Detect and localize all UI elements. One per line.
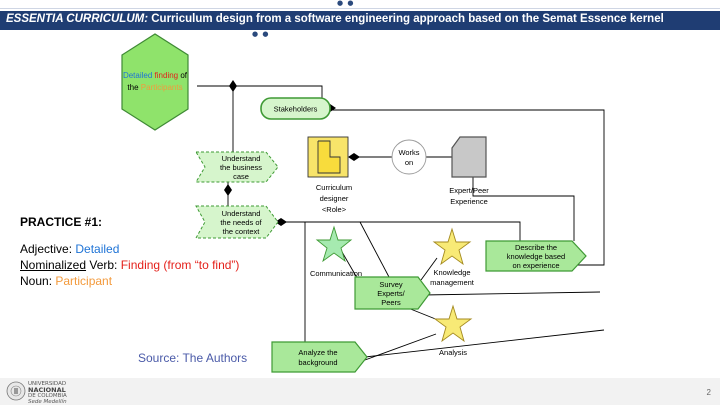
svg-text:Detailed finding of: Detailed finding of (123, 71, 188, 80)
adjective-line: Adjective: Detailed (20, 241, 280, 257)
curriculum-designer-role: Curriculum designer <Role> (307, 136, 352, 214)
works-on-line1: Works (398, 148, 419, 157)
title-bar: ESSENTIA CURRICULUM: Curriculum design f… (0, 11, 720, 30)
activity-understand-business: Understand the business case (195, 151, 279, 183)
logo-sede: Sede Medellín (28, 399, 67, 405)
expert-peer-line2: Experience (450, 197, 488, 206)
adjective-value: Detailed (75, 242, 120, 256)
logo-colombia: DE COLOMBIA (28, 393, 67, 399)
knowledge-management-star-node: Knowledge management (430, 227, 475, 287)
designer-line1: Curriculum (316, 183, 352, 192)
hexagon-text-participants: Participants (141, 83, 183, 92)
survey-line1: Survey (379, 280, 403, 289)
title-rest: Curriculum design from a software engine… (151, 13, 664, 25)
stakeholders-node: Stakeholders (260, 97, 331, 120)
title-italic: ESSENTIA CURRICULUM: (6, 13, 149, 25)
top-divider-line (0, 8, 720, 9)
knowledge-line1: Knowledge (433, 268, 470, 277)
communication-star-icon (315, 225, 353, 263)
activity-survey-experts: Survey Experts/ Peers (354, 276, 431, 310)
expert-peer-node: Expert/Peer Experience (449, 136, 489, 206)
verb-label: Verb: (86, 258, 121, 272)
analysis-star-icon (433, 304, 473, 343)
diamond-needs (275, 218, 287, 226)
university-seal-icon (6, 381, 26, 401)
works-on-line2: on (405, 158, 413, 167)
analysis-star-node: Analysis (433, 304, 473, 357)
line-needs-survey (359, 221, 390, 278)
survey-line3: Peers (381, 298, 401, 307)
understand-needs-line1: Understand (222, 209, 261, 218)
hexagon-text-the: the (127, 83, 139, 92)
slide-title: ESSENTIA CURRICULUM: Curriculum design f… (6, 13, 664, 25)
line-expert-describe (472, 176, 575, 241)
activity-analyze-background: Analyze the background (271, 341, 368, 373)
diamond-designer (348, 153, 360, 161)
activity-describe-knowledge: Describe the knowledge based on experien… (485, 240, 587, 272)
line-needs-describe (280, 221, 521, 241)
diamond-hexagon (229, 80, 237, 92)
survey-line2: Experts/ (377, 289, 405, 298)
line-survey-right (422, 291, 601, 296)
verb-line: Nominalized Verb: Finding (from “to find… (20, 257, 280, 273)
hexagon-text-detailed: Detailed (123, 71, 152, 80)
essence-diagram: Detailed finding of the Participants Sta… (121, 33, 605, 373)
knowledge-star-icon (432, 227, 472, 266)
logo-nacional: NACIONAL (28, 386, 66, 394)
footer-bar: UNIVERSIDAD NACIONAL DE COLOMBIA Sede Me… (0, 378, 720, 405)
verb-label-nominalized: Nominalized (20, 258, 87, 272)
line-survey-knowledge (420, 257, 438, 281)
describe-line2: knowledge based (507, 252, 565, 261)
hexagon-text-of: of (180, 71, 187, 80)
understand-business-line3: case (233, 172, 249, 181)
practice-heading: PRACTICE #1: (20, 215, 103, 229)
svg-text:the Participants: the Participants (127, 83, 182, 92)
top-dots-decoration: ● ● (337, 0, 355, 7)
adjective-label: Adjective: (20, 242, 76, 256)
knowledge-line2: management (430, 278, 475, 287)
analyze-line2: background (298, 358, 337, 367)
works-on-node: Works on (391, 139, 427, 175)
page-number: 2 (706, 388, 711, 397)
activity-understand-needs: Understand the needs of the context (195, 205, 279, 239)
diamond-business (224, 184, 232, 196)
analyze-line1: Analyze the (298, 348, 337, 357)
communication-label: Communication (310, 269, 362, 278)
line-survey-analysis (407, 307, 439, 321)
describe-line3: on experience (512, 261, 559, 270)
hexagon-alpha: Detailed finding of the Participants (121, 33, 189, 131)
understand-needs-line3: the context (223, 227, 261, 236)
understand-business-line1: Understand (222, 154, 261, 163)
designer-line2: designer (320, 194, 349, 203)
source-caption: Source: The Authors (138, 351, 248, 365)
logo-universidad: UNIVERSIDAD (28, 381, 67, 387)
connector-lines (197, 85, 605, 361)
line-stakeholders-describe (330, 109, 605, 266)
noun-line: Noun: Participant (20, 273, 280, 289)
hexagon-text-finding: finding (155, 71, 179, 80)
noun-label: Noun: (20, 274, 56, 288)
analysis-label: Analysis (439, 348, 467, 357)
title-dots-decoration: ● ● (252, 30, 270, 38)
expert-peer-line1: Expert/Peer (449, 186, 489, 195)
understand-needs-line2: the needs of (220, 218, 262, 227)
noun-value: Participant (55, 274, 113, 288)
university-logo-text: UNIVERSIDAD NACIONAL DE COLOMBIA Sede Me… (28, 381, 67, 405)
understand-business-line2: the business (220, 163, 262, 172)
designer-line3: <Role> (322, 205, 347, 214)
verb-value: Finding (from “to find”) (120, 258, 240, 272)
line-analyze-right (364, 329, 605, 358)
communication-star-node: Communication (310, 225, 362, 278)
practice-panel: PRACTICE #1: Adjective: Detailed Nominal… (20, 215, 280, 289)
describe-line1: Describe the (515, 243, 557, 252)
stakeholders-label: Stakeholders (274, 105, 318, 114)
line-hexagon-business (197, 85, 234, 152)
